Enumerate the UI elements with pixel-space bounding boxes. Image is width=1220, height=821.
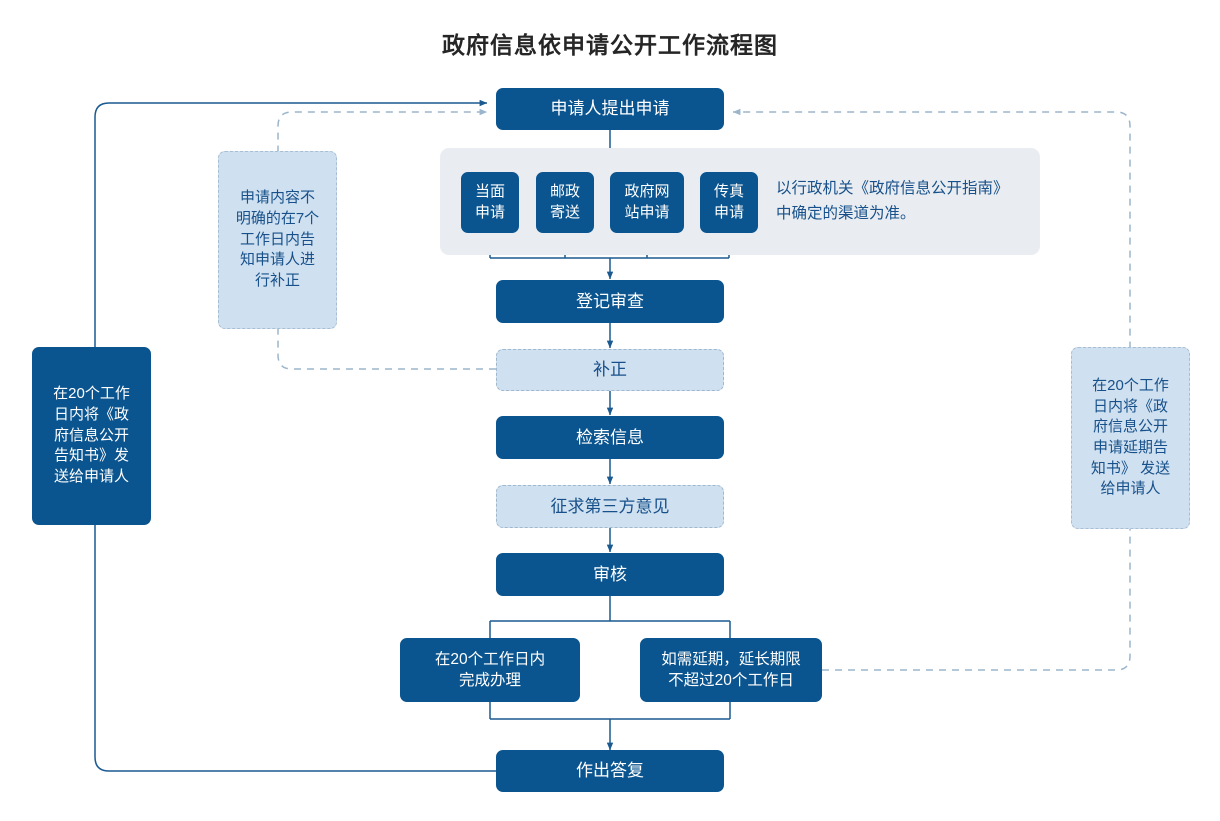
node-review[interactable]: 审核 xyxy=(496,553,724,596)
node-start-application[interactable]: 申请人提出申请 xyxy=(496,88,724,130)
node-supplement[interactable]: 补正 xyxy=(496,349,724,391)
node-retrieve-information[interactable]: 检索信息 xyxy=(496,416,724,459)
node-channel-postal-mail[interactable]: 邮政 寄送 xyxy=(536,172,594,233)
node-complete-within-20-days[interactable]: 在20个工作日内 完成办理 xyxy=(400,638,580,702)
channel-panel-note: 以行政机关《政府信息公开指南》 中确定的渠道为准。 xyxy=(776,180,1009,223)
node-channel-gov-website[interactable]: 政府网 站申请 xyxy=(610,172,684,233)
page-title: 政府信息依申请公开工作流程图 xyxy=(442,32,778,58)
node-registration-review[interactable]: 登记审查 xyxy=(496,280,724,323)
node-channel-in-person[interactable]: 当面 申请 xyxy=(461,172,519,233)
node-issue-reply[interactable]: 作出答复 xyxy=(496,750,724,792)
annotation-unclear-content-7-days: 申请内容不 明确的在7个 工作日内告 知申请人进 行补正 xyxy=(218,151,337,329)
node-channel-fax[interactable]: 传真 申请 xyxy=(700,172,758,233)
annotation-disclosure-notice-20-days: 在20个工作 日内将《政 府信息公开 告知书》发 送给申请人 xyxy=(32,347,151,525)
node-extension-within-20-days[interactable]: 如需延期，延长期限 不超过20个工作日 xyxy=(640,638,822,702)
node-third-party-opinion[interactable]: 征求第三方意见 xyxy=(496,485,724,528)
annotation-extension-notice-20-days: 在20个工作 日内将《政 府信息公开 申请延期告 知书》 发送 给申请人 xyxy=(1071,347,1190,529)
